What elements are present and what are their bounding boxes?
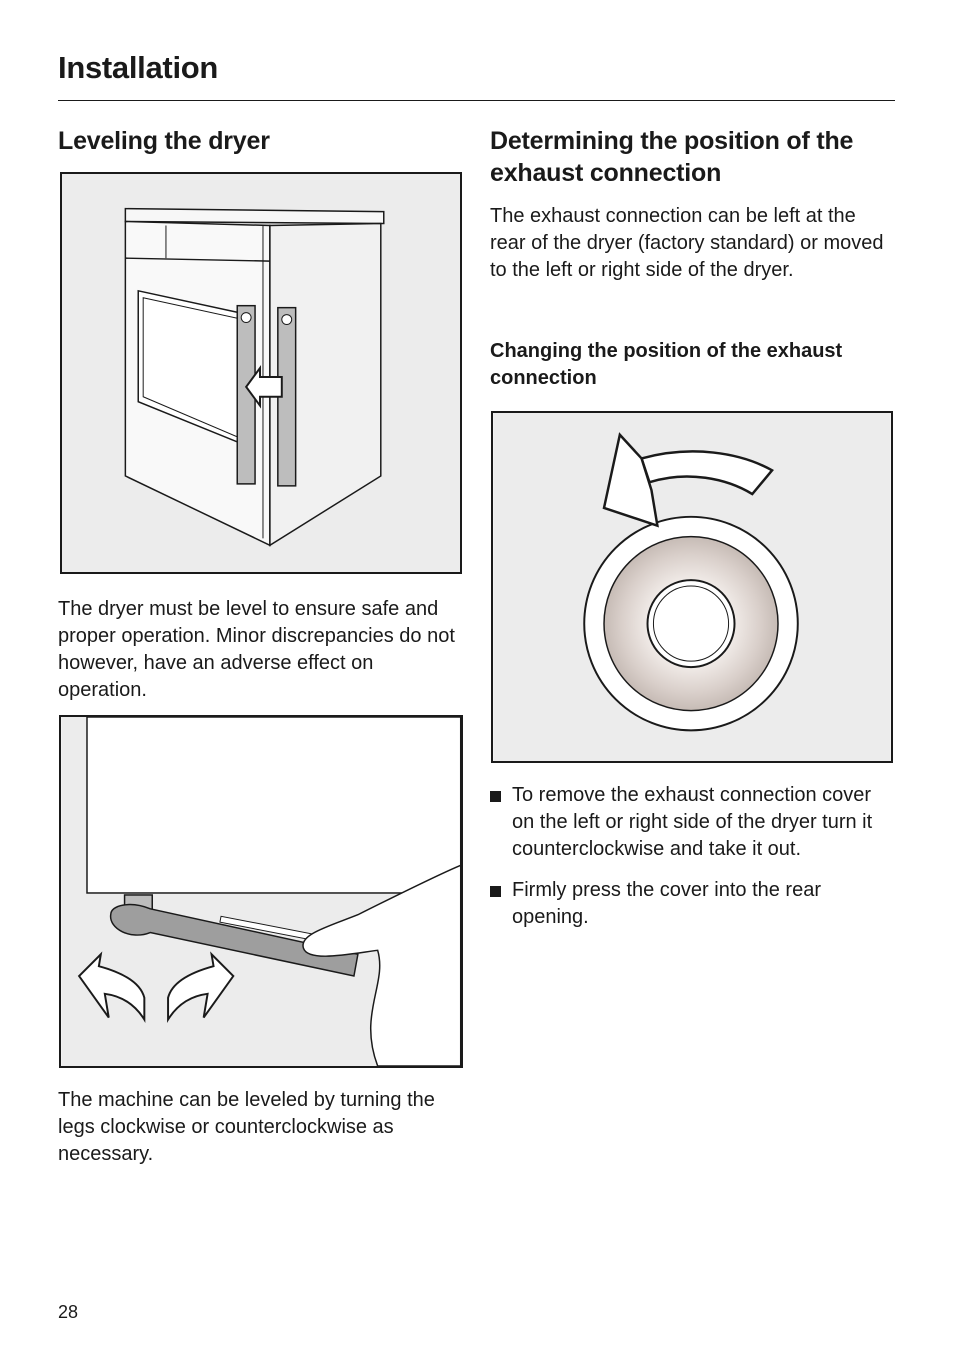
leg-leveling-illustration — [59, 715, 463, 1068]
exhaust-heading: Determining the position of the exhaust … — [490, 127, 854, 187]
bullet-square-icon — [490, 791, 501, 802]
list-item-text: To remove the exhaust connection cover o… — [512, 784, 873, 860]
page-number: 28 — [58, 1302, 79, 1322]
bullet-square-icon — [490, 886, 501, 897]
dryer-drawing — [62, 174, 460, 572]
exhaust-subheading: Changing the position of the exhaust con… — [490, 340, 843, 389]
exhaust-cover-illustration — [491, 411, 893, 763]
wrench-drawing — [61, 717, 461, 1066]
leveling-paragraph-2: The machine can be leveled by turning th… — [58, 1089, 435, 1165]
leveling-paragraph-1: The dryer must be level to ensure safe a… — [58, 598, 455, 701]
dryer-illustration — [60, 172, 462, 574]
exhaust-cover-drawing — [493, 413, 891, 761]
exhaust-paragraph: The exhaust connection can be left at th… — [490, 205, 884, 281]
instruction-list: To remove the exhaust connection cover o… — [490, 782, 890, 945]
list-item: To remove the exhaust connection cover o… — [490, 782, 890, 863]
page-title: Installation — [58, 50, 219, 85]
list-item: Firmly press the cover into the rear ope… — [490, 877, 890, 931]
title-divider — [58, 100, 895, 101]
leveling-heading: Leveling the dryer — [58, 127, 270, 155]
list-item-text: Firmly press the cover into the rear ope… — [512, 879, 821, 928]
